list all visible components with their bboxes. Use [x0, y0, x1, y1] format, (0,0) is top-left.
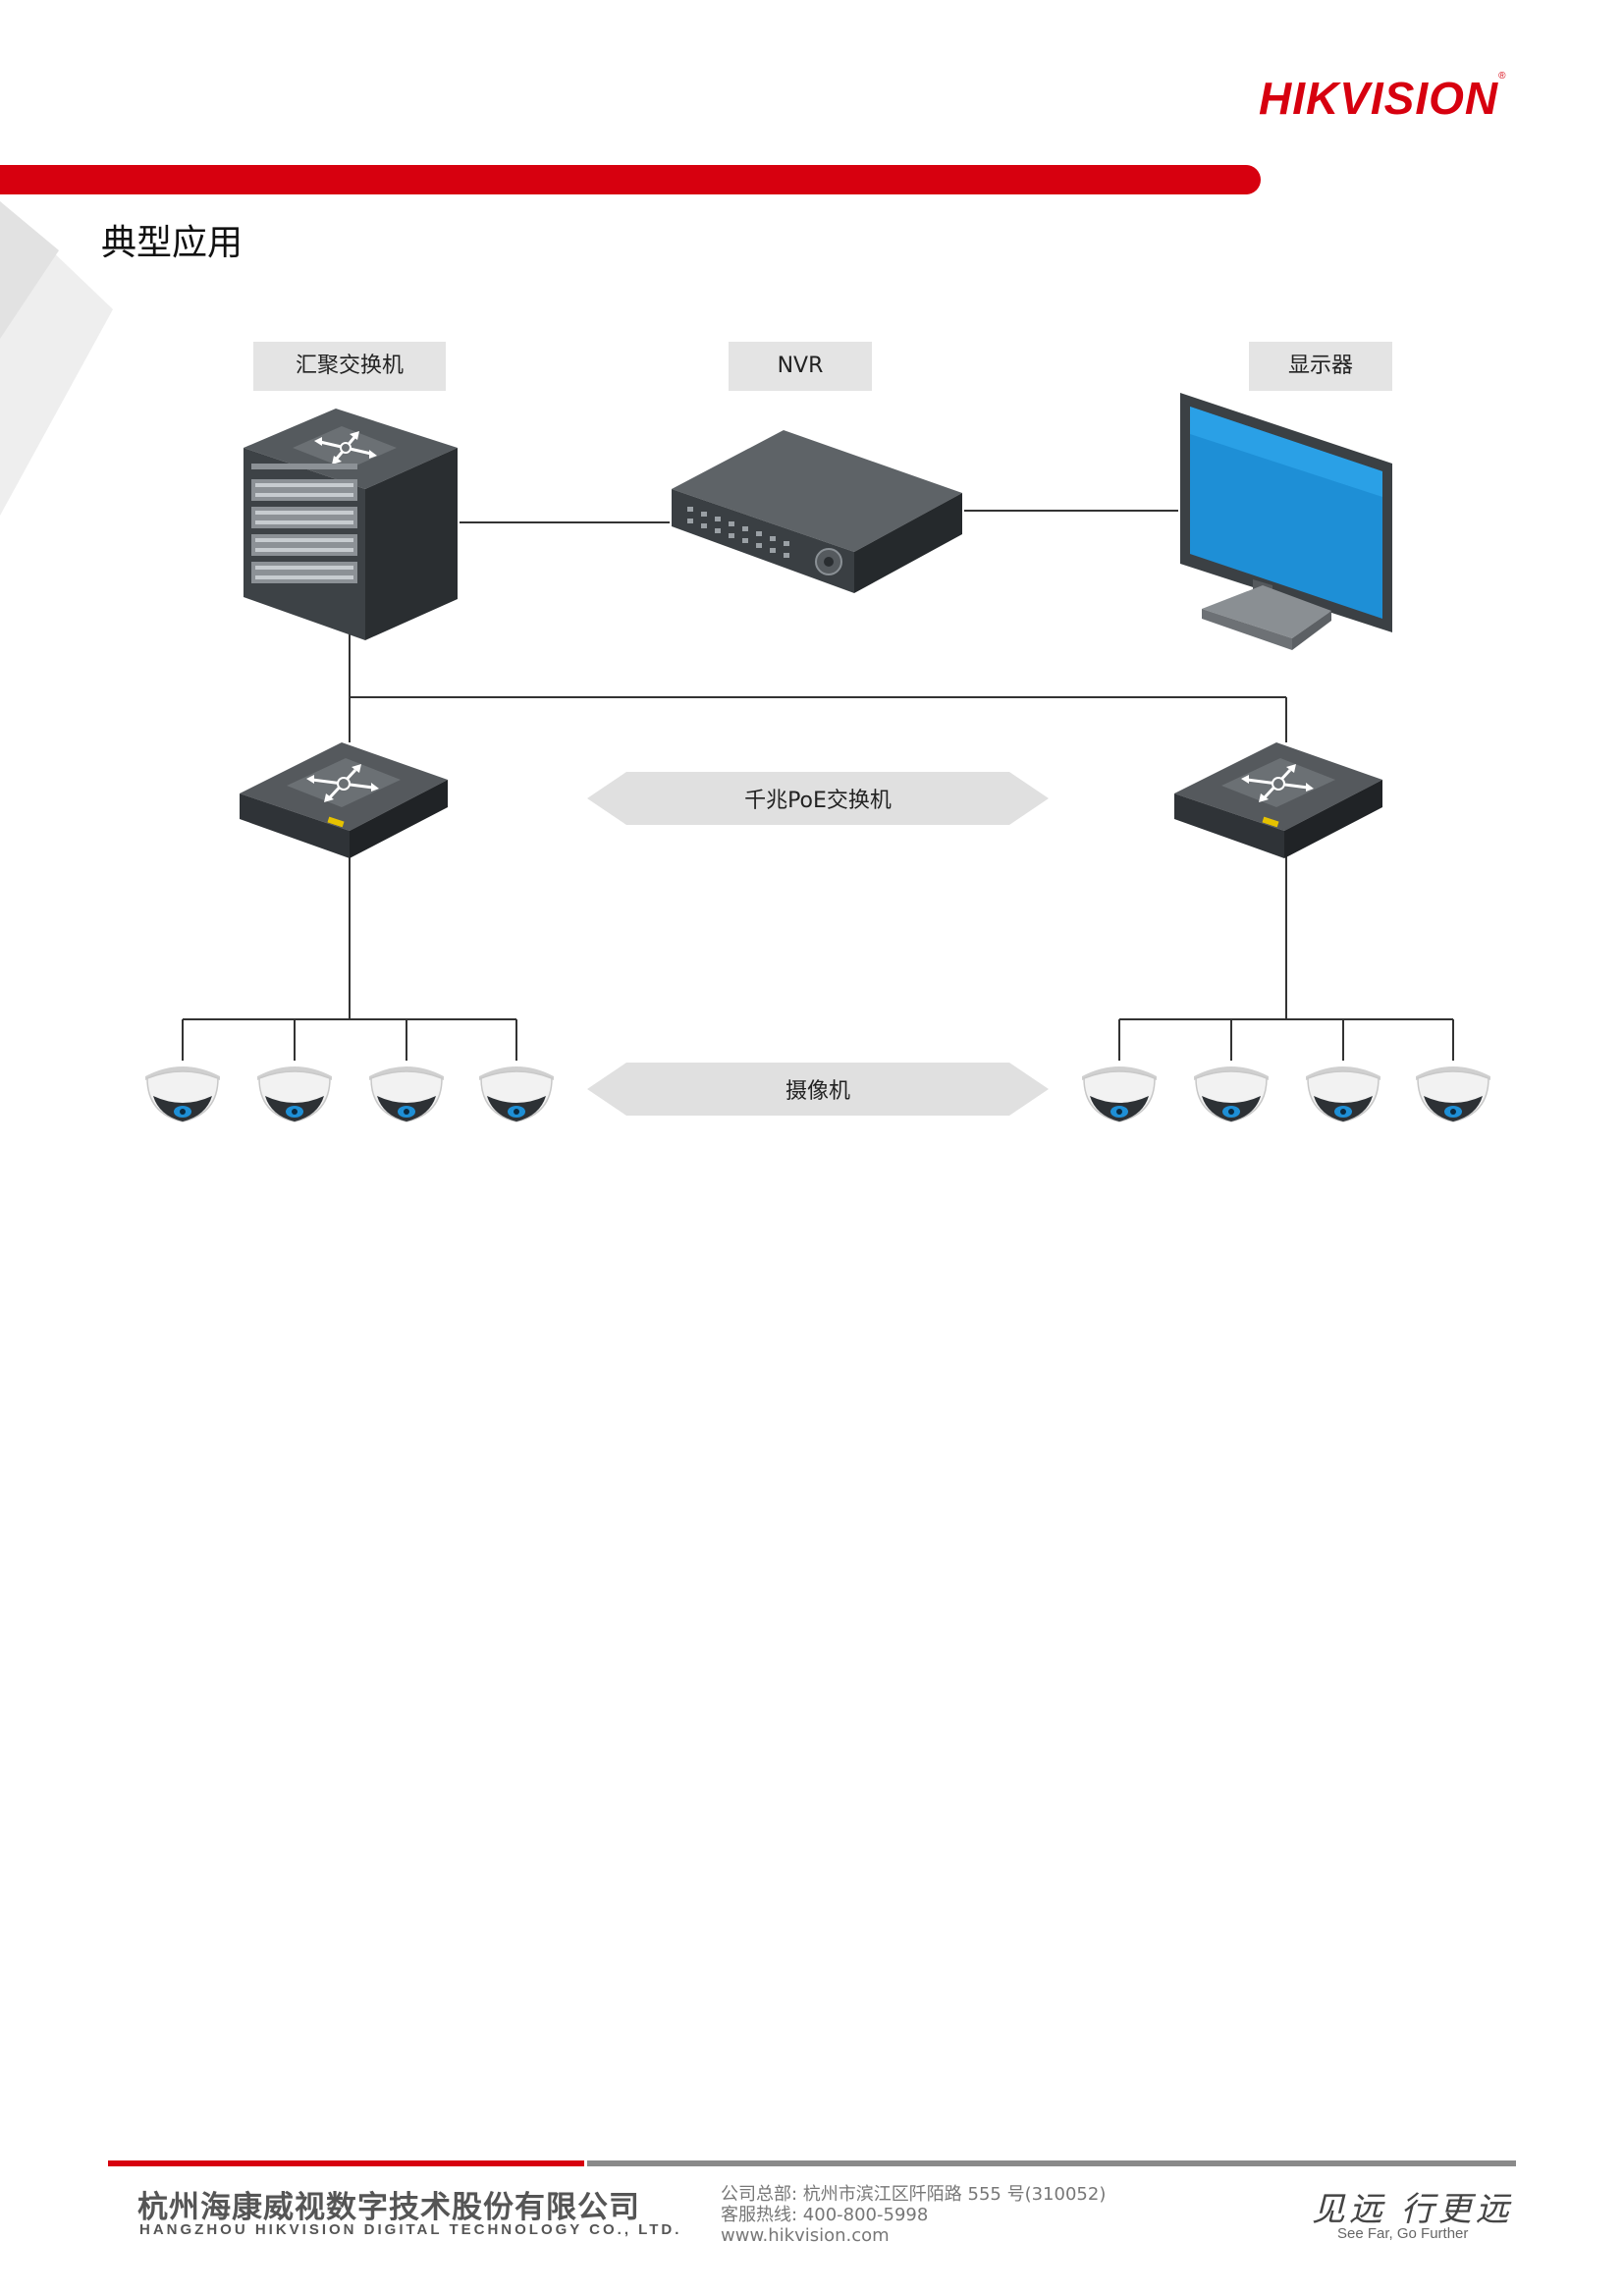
logo-wordmark: HIKVISION	[1259, 73, 1499, 124]
registered-mark: ®	[1498, 71, 1506, 82]
footer-red-line	[108, 2160, 584, 2166]
contact-info: 公司总部: 杭州市滨江区阡陌路 555 号(310052) 客服热线: 400-…	[721, 2184, 1106, 2246]
slogan-cn: 见远 行更远	[1312, 2190, 1513, 2229]
dome-camera-icon	[1194, 1066, 1269, 1122]
label-nvr: NVR	[729, 342, 872, 391]
core-switch-icon	[244, 409, 458, 640]
nvr-icon	[672, 430, 962, 593]
section-title: 典型应用	[101, 223, 244, 263]
dome-camera-icon	[1306, 1066, 1380, 1122]
label-aggregation-switch: 汇聚交换机	[253, 342, 446, 391]
label-poe-switch: 千兆PoE交换机	[744, 789, 892, 813]
network-topology-diagram: 汇聚交换机 NVR 显示器	[145, 342, 1490, 1122]
connection-lines	[182, 510, 1454, 1061]
address: 公司总部: 杭州市滨江区阡陌路 555 号(310052)	[721, 2184, 1107, 2205]
company-name-cn: 杭州海康威视数字技术股份有限公司	[137, 2190, 640, 2225]
label-monitor: 显示器	[1249, 342, 1392, 391]
header-red-bar	[0, 165, 1261, 194]
poe-arrow-shape	[587, 772, 1049, 825]
camera-arrow-shape	[587, 1063, 1049, 1116]
dome-camera-icon	[479, 1066, 554, 1122]
poe-switch-icon	[1174, 742, 1382, 858]
hikvision-logo: HIKVISION®	[1259, 71, 1553, 126]
hotline: 客服热线: 400-800-5998	[721, 2205, 929, 2225]
slogan-en: See Far, Go Further	[1337, 2225, 1469, 2242]
monitor-icon	[1180, 393, 1392, 650]
footer-gray-line	[587, 2160, 1516, 2166]
website-link[interactable]: www.hikvision.com	[721, 2225, 890, 2246]
label-camera: 摄像机	[785, 1079, 850, 1104]
dome-camera-icon	[145, 1066, 220, 1122]
dome-camera-icon	[369, 1066, 444, 1122]
dome-camera-icon	[1416, 1066, 1490, 1122]
company-name-en: HANGZHOU HIKVISION DIGITAL TECHNOLOGY CO…	[139, 2221, 682, 2238]
dome-camera-icon	[1082, 1066, 1157, 1122]
decorative-shapes	[0, 201, 113, 516]
dome-camera-icon	[257, 1066, 332, 1122]
poe-switch-icon	[240, 742, 448, 858]
